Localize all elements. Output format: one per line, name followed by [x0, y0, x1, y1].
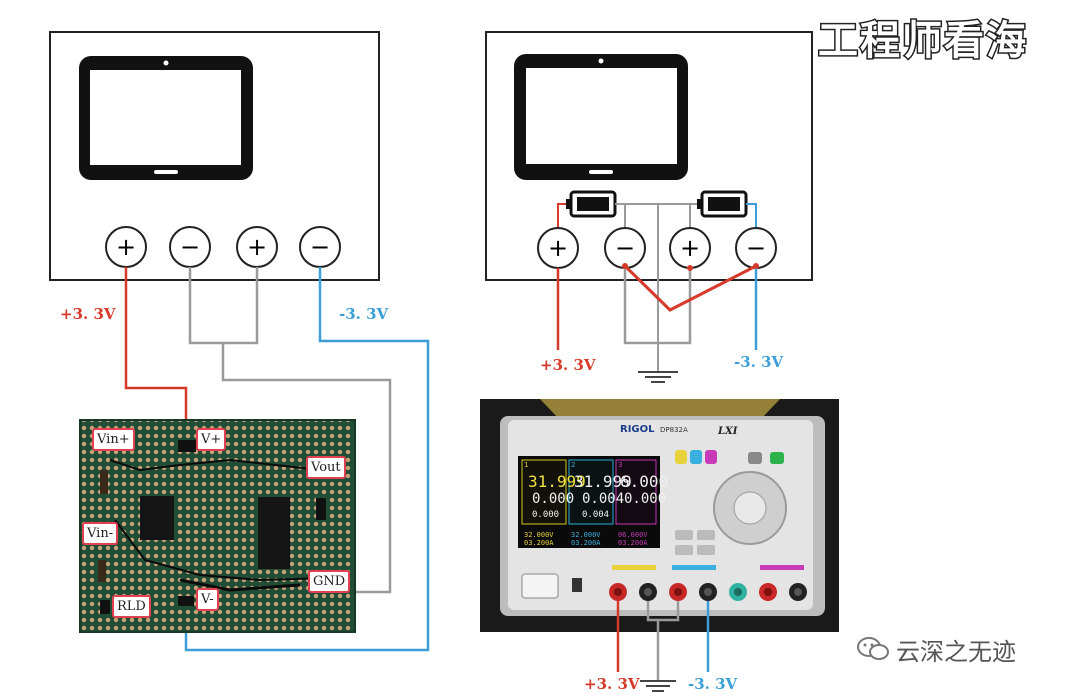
battery2-negative-wire	[746, 203, 757, 228]
svg-text:03.200A: 03.200A	[571, 539, 601, 547]
right-terminal-3: +	[669, 227, 711, 269]
left-terminal-3: +	[236, 226, 278, 268]
psu-positive-label: +3. 3V	[584, 675, 640, 693]
ic-left	[140, 496, 174, 540]
psu-ground-wire	[646, 601, 680, 622]
psu-negative-label: -3. 3V	[688, 675, 738, 693]
svg-text:−: −	[615, 234, 635, 262]
svg-text:0.004: 0.004	[582, 491, 624, 507]
svg-text:−: −	[746, 234, 766, 262]
left-ground-wire-b	[221, 343, 392, 594]
pcb-label-vout: Vout	[306, 456, 346, 479]
pcb-label-gnd: GND	[308, 570, 351, 593]
svg-text:RIGOL: RIGOL	[620, 424, 655, 435]
right-negative-label: -3. 3V	[734, 353, 784, 371]
svg-text:0.000: 0.000	[624, 491, 666, 507]
pcb-label-vin-minus: Vin-	[82, 522, 119, 545]
right-terminal-2: −	[604, 227, 646, 269]
wechat-icon	[857, 637, 889, 660]
svg-text:0.000: 0.000	[532, 491, 574, 507]
svg-text:+: +	[116, 233, 136, 261]
pcb-label-v-plus: V+	[196, 428, 227, 451]
svg-text:−: −	[310, 233, 330, 261]
svg-text:+: +	[548, 234, 568, 262]
svg-text:32.000V: 32.000V	[524, 531, 554, 539]
svg-text:−: −	[180, 233, 200, 261]
left-terminal-1: +	[105, 226, 147, 268]
right-positive-label: +3. 3V	[540, 356, 596, 374]
svg-text:06.000V: 06.000V	[618, 531, 648, 539]
svg-text:2: 2	[571, 461, 575, 469]
svg-text:6.000: 6.000	[620, 472, 668, 491]
svg-text:LXI: LXI	[717, 426, 738, 437]
right-screen-icon	[514, 54, 688, 180]
svg-text:31.999: 31.999	[574, 472, 632, 491]
brand-text: 云深之无迹	[896, 638, 1016, 666]
pcb-label-vin-plus: Vin+	[92, 428, 135, 451]
svg-text:0.004: 0.004	[582, 510, 609, 520]
left-positive-wire	[124, 267, 188, 435]
svg-text:0.000: 0.000	[532, 510, 559, 520]
svg-text:03.200A: 03.200A	[524, 539, 554, 547]
pcb-label-v-minus: V-	[196, 588, 219, 611]
rigol-power-supply: RIGOL DP832A LXI 1 2 3 31.999 31.999 6.0…	[480, 399, 839, 632]
svg-text:DP832A: DP832A	[660, 426, 688, 434]
left-terminal-2: −	[169, 226, 211, 268]
pcb-label-rld: RLD	[112, 595, 151, 618]
right-terminal-1: +	[537, 227, 579, 269]
svg-text:3: 3	[618, 461, 622, 469]
left-positive-label: +3. 3V	[60, 305, 116, 323]
watermark-title: 工程师看海	[817, 17, 1028, 66]
right-terminal-4: −	[735, 227, 777, 269]
left-terminal-4: −	[299, 226, 341, 268]
battery-2-icon	[697, 190, 748, 218]
left-negative-label: -3. 3V	[339, 305, 389, 323]
right-ground-bracket	[623, 268, 692, 345]
svg-text:32.000V: 32.000V	[571, 531, 601, 539]
svg-text:+: +	[680, 234, 700, 262]
ground-symbol-bottom	[640, 680, 676, 692]
battery1-positive-wire	[557, 203, 566, 228]
svg-text:+: +	[247, 233, 267, 261]
svg-text:31.999: 31.999	[528, 472, 586, 491]
left-screen-icon	[79, 56, 253, 180]
ic-right	[258, 497, 290, 569]
svg-text:03.200A: 03.200A	[618, 539, 648, 547]
left-negative-wire	[184, 267, 430, 652]
svg-text:1: 1	[524, 461, 528, 469]
battery-1-icon	[566, 190, 617, 218]
ground-symbol-top	[638, 371, 678, 383]
right-series-link-wire	[623, 264, 757, 312]
